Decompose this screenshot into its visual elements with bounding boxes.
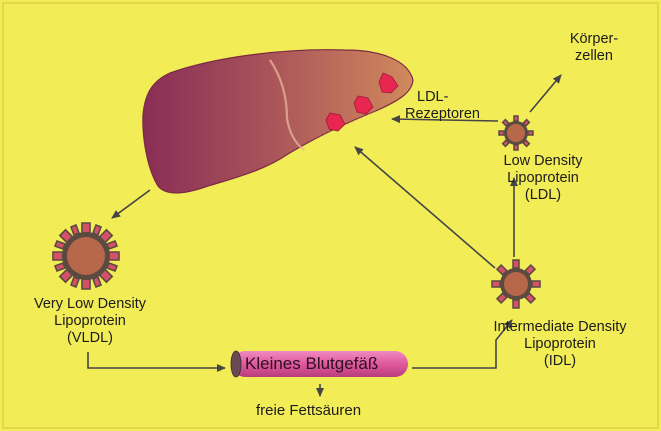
label-ldl-line2: Lipoprotein bbox=[488, 170, 598, 187]
vldl-particle bbox=[53, 223, 119, 289]
label-ldl: Low Density Lipoprotein (LDL) bbox=[488, 153, 598, 204]
label-blood-vessel: Kleines Blutgefäß bbox=[245, 354, 378, 374]
label-ldl-receptors-line2: Rezeptoren bbox=[405, 106, 480, 123]
label-vldl-line2: Lipoprotein bbox=[15, 313, 165, 330]
label-idl-line1: Intermediate Density bbox=[470, 319, 650, 336]
label-free-fatty-acids: freie Fettsäuren bbox=[256, 402, 361, 419]
label-idl: Intermediate Density Lipoprotein (IDL) bbox=[470, 319, 650, 370]
idl-particle bbox=[492, 260, 540, 308]
label-body-cells-line2: zellen bbox=[556, 48, 632, 65]
label-ldl-line3: (LDL) bbox=[488, 187, 598, 204]
label-ldl-receptors-line1: LDL- bbox=[405, 89, 480, 106]
label-ldl-line1: Low Density bbox=[488, 153, 598, 170]
label-idl-line3: (IDL) bbox=[470, 353, 650, 370]
label-body-cells: Körper- zellen bbox=[556, 31, 632, 65]
label-vldl-line3: (VLDL) bbox=[15, 330, 165, 347]
label-ldl-receptors: LDL- Rezeptoren bbox=[405, 89, 480, 123]
label-idl-line2: Lipoprotein bbox=[470, 336, 650, 353]
label-vldl-line1: Very Low Density bbox=[15, 296, 165, 313]
label-body-cells-line1: Körper- bbox=[556, 31, 632, 48]
label-vldl: Very Low Density Lipoprotein (VLDL) bbox=[15, 296, 165, 347]
ldl-particle bbox=[499, 116, 533, 150]
